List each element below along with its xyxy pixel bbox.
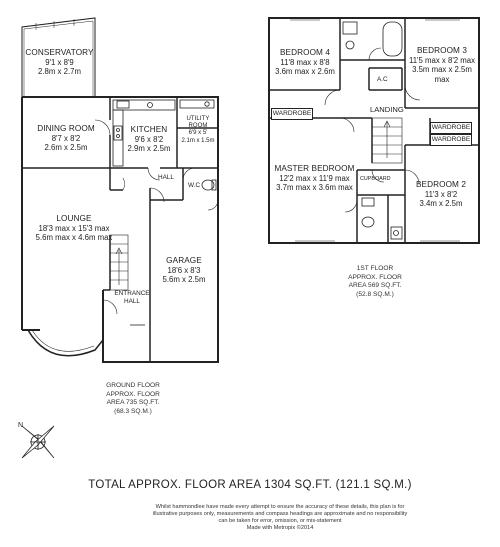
wardrobe-label: WARDROBE [271, 108, 313, 120]
area-line: APPROX. FLOOR [106, 390, 160, 398]
room-name: KITCHEN [130, 125, 168, 134]
room-label-utility-room: UTILITY ROOM 6'9 x 5' 2.1m x 1.5m [178, 116, 218, 145]
room-label-garage: GARAGE 18'6 x 8'3 5.6m x 2.5m [152, 256, 216, 285]
room-dimension-metric: 2.1m x 1.5m [181, 137, 215, 144]
wc-fixtures [201, 179, 217, 191]
room-name: CONSERVATORY [25, 48, 94, 57]
room-dimension-imperial: 11'5 max x 8'2 max [408, 55, 476, 65]
area-line: APPROX. FLOOR [348, 273, 402, 281]
entrance-hall-line-2: HALL [124, 298, 140, 305]
room-dimension-metric: 5.6m x 2.5m [162, 275, 206, 285]
room-name: UTILITY ROOM [186, 116, 210, 130]
room-dimension-metric: 2.9m x 2.5m [127, 144, 171, 154]
ground-doors [94, 119, 219, 315]
room-label-dining-room: DINING ROOM 8'7 x 8'2 2.6m x 2.5m [24, 124, 108, 153]
area-line: (68.3 SQ.M.) [114, 407, 152, 415]
wardrobe-label: WARDROBE [430, 122, 472, 134]
disclaimer-line: illustrative purposes only, measurements… [152, 510, 408, 517]
room-label-kitchen: KITCHEN 9'6 x 8'2 2.9m x 2.5m [122, 125, 176, 154]
entrance-hall-label: ENTRANCE HALL [112, 290, 152, 306]
room-dimension-metric: 3.5m max x 2.5m max [412, 65, 472, 84]
room-dimension-imperial: 11'8 max x 8'8 [280, 57, 330, 67]
bathroom-fixtures [342, 21, 403, 240]
room-dimension-imperial: 11'3 x 8'2 [424, 189, 458, 199]
room-dimension-imperial: 18'6 x 8'3 [167, 265, 201, 275]
room-label-bedroom-2: BEDROOM 2 11'3 x 8'2 3.4m x 2.5m [408, 180, 474, 209]
room-name: DINING ROOM [37, 124, 95, 133]
first-floor-area: 1ST FLOOR APPROX. FLOOR AREA 569 SQ.FT. … [330, 265, 420, 299]
area-line: GROUND FLOOR [106, 382, 160, 389]
wc-label: W.C [188, 182, 201, 189]
ground-stairs [109, 234, 129, 291]
airing-cupboard-label: A.C [377, 76, 388, 83]
first-floor-stairs [371, 117, 403, 164]
room-name: GARAGE [166, 256, 202, 265]
room-dimension-metric: 2.8m x 2.7m [38, 67, 81, 77]
room-dimension-imperial: 9'1 x 8'9 [45, 57, 74, 67]
area-line: 1ST FLOOR [356, 265, 394, 272]
cupboard-label: CUPBOARD [360, 176, 391, 182]
room-label-conservatory: CONSERVATORY 9'1 x 8'9 2.8m x 2.7m [22, 48, 97, 77]
room-name: BEDROOM 4 [279, 48, 331, 57]
entrance-hall-line-1: ENTRANCE [114, 290, 150, 297]
compass-rose [21, 425, 55, 459]
conservatory-walls [21, 17, 96, 97]
room-name: MASTER BEDROOM [274, 164, 355, 173]
room-name: BEDROOM 3 [416, 46, 468, 55]
lounge-bay-window [27, 329, 104, 357]
room-dimension-metric: 5.6m max x 4.6m max [35, 233, 113, 243]
landing-label: LANDING [370, 105, 404, 114]
ground-floor-walls [21, 96, 219, 363]
room-dimension-metric: 3.6m max x 2.6m [275, 67, 335, 77]
total-floor-area: TOTAL APPROX. FLOOR AREA 1304 SQ.FT. (12… [88, 479, 412, 491]
room-label-bedroom-4: BEDROOM 4 11'8 max x 8'8 3.6m max x 2.6m [270, 48, 340, 77]
room-name: BEDROOM 2 [415, 180, 467, 189]
room-dimension-imperial: 8'7 x 8'2 [51, 133, 81, 143]
first-floor-doors [324, 47, 421, 213]
room-label-lounge: LOUNGE 18'3 max x 15'3 max 5.6m max x 4.… [24, 214, 124, 243]
area-line: (52.8 SQ.M.) [356, 290, 394, 298]
room-dimension-imperial: 9'6 x 8'2 [134, 134, 164, 144]
compass-north-label: N [18, 422, 24, 429]
room-dimension-imperial: 6'9 x 5' [188, 130, 208, 137]
room-name: LOUNGE [56, 214, 92, 223]
room-dimension-imperial: 18'3 max x 15'3 max [38, 223, 110, 233]
room-dimension-metric: 3.4m x 2.5m [419, 199, 463, 209]
hall-label: HALL [158, 174, 174, 181]
room-dimension-metric: 2.6m x 2.5m [44, 143, 88, 153]
disclaimer: Whilst hammondlee have made every attemp… [120, 504, 440, 532]
wardrobe-label: WARDROBE [430, 134, 472, 146]
area-line: AREA 569 SQ.FT. [348, 282, 402, 290]
room-dimension-metric: 3.7m max x 3.6m max [276, 183, 353, 193]
area-line: AREA 735 SQ.FT. [106, 399, 160, 407]
ground-floor-area: GROUND FLOOR APPROX. FLOOR AREA 735 SQ.F… [88, 382, 178, 416]
first-floor-outer-walls [268, 17, 480, 244]
disclaimer-line: Whilst hammondlee have made every attemp… [155, 504, 405, 510]
disclaimer-line: Made with Metropix ©2014 [246, 524, 314, 531]
room-label-master-bedroom: MASTER BEDROOM 12'2 max x 11'9 max 3.7m … [272, 164, 357, 193]
disclaimer-line: can be taken for error, omission, or mis… [218, 517, 342, 524]
room-label-bedroom-3: BEDROOM 3 11'5 max x 8'2 max 3.5m max x … [405, 46, 479, 84]
room-dimension-imperial: 12'2 max x 11'9 max [279, 173, 350, 183]
kitchen-units [112, 99, 176, 167]
